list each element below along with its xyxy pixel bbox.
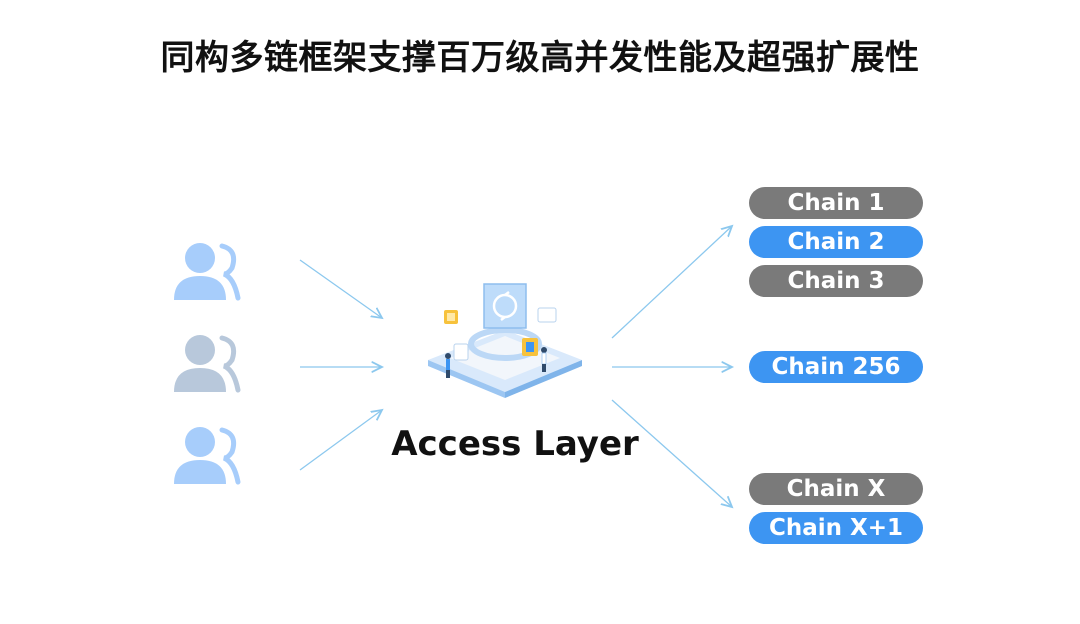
chain-2-badge: Chain 2 bbox=[749, 226, 923, 258]
user-group-icon bbox=[174, 243, 241, 301]
arrow-access-to-chain-bottom bbox=[611, 399, 732, 507]
chain-x-plus-1-badge: Chain X+1 bbox=[749, 512, 923, 544]
user-group-icon bbox=[174, 427, 241, 485]
access-layer-label: Access Layer bbox=[391, 424, 639, 464]
chain-3-badge: Chain 3 bbox=[749, 265, 923, 297]
chain-x-badge: Chain X bbox=[749, 473, 923, 505]
access-layer-illustration bbox=[428, 283, 582, 398]
user-group-icon bbox=[174, 335, 241, 393]
arrow-user3-to-access bbox=[299, 410, 382, 471]
chain-256-badge: Chain 256 bbox=[749, 351, 923, 383]
arrow-user1-to-access bbox=[299, 259, 382, 318]
chain-1-badge: Chain 1 bbox=[749, 187, 923, 219]
diagram-title: 同构多链框架支撑百万级高并发性能及超强扩展性 bbox=[160, 38, 920, 78]
arrow-access-to-chain-top bbox=[611, 226, 732, 339]
